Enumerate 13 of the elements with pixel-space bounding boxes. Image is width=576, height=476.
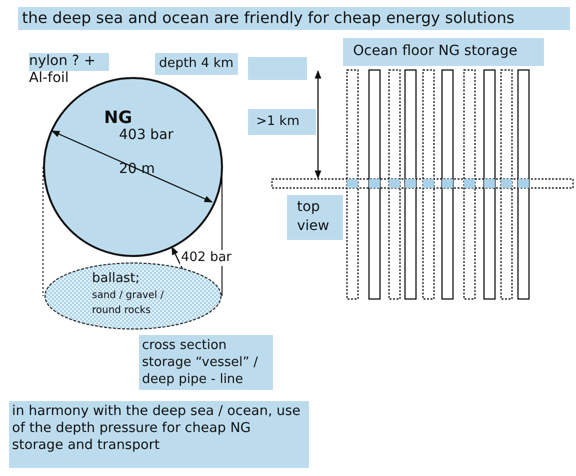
- sphere-label: NG: [104, 108, 132, 128]
- depth-label: depth 4 km: [155, 53, 238, 75]
- diagram-title: the deep sea and ocean are friendly for cheap energy solutions: [18, 7, 570, 30]
- distance-label: >1 km: [248, 109, 316, 135]
- section-caption: cross section storage “vessel” / deep pipe - line: [139, 335, 273, 390]
- ballast-label: ballast;: [92, 271, 140, 287]
- ballast-ellipse: [44, 262, 222, 330]
- ballast-description: sand / gravel / round rocks: [92, 289, 165, 318]
- pressure-label: 403 bar: [119, 127, 174, 144]
- view-label: top view: [287, 195, 343, 240]
- pressure-label: 402 bar: [180, 250, 233, 266]
- summary-note: in harmony with the deep sea / ocean, use of the depth pressure for cheap NG storage and transport: [9, 401, 309, 468]
- storage-heading: Ocean floor NG storage: [343, 38, 544, 66]
